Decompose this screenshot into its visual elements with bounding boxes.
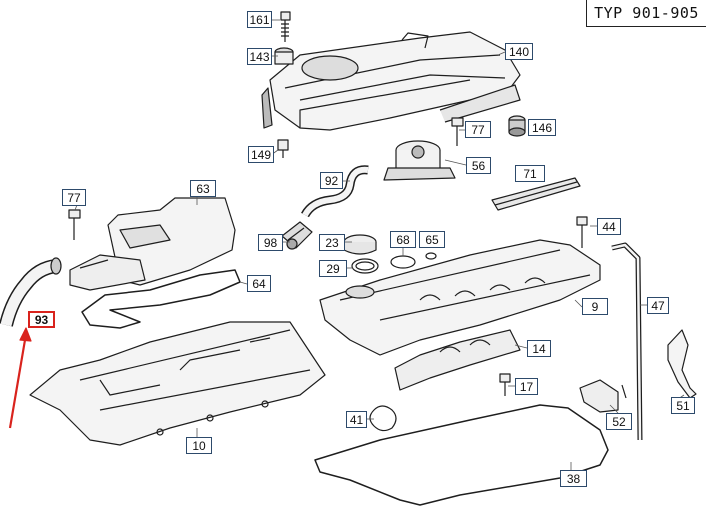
callout-146[interactable]: 146 [528, 119, 556, 136]
callout-56[interactable]: 56 [466, 157, 491, 174]
bolt-77-right [451, 117, 464, 146]
callout-14[interactable]: 14 [527, 340, 551, 357]
callout-77-top[interactable]: 77 [465, 121, 491, 138]
callout-38[interactable]: 38 [560, 470, 587, 487]
callout-143[interactable]: 143 [247, 48, 272, 65]
ring-29 [351, 258, 379, 274]
sensor-cover-63 [69, 197, 236, 291]
callout-9[interactable]: 9 [582, 298, 608, 315]
breather-hose-92 [301, 165, 369, 218]
oil-separator-56 [383, 140, 456, 181]
bracket-51 [667, 329, 697, 399]
bolt-149 [277, 139, 289, 158]
gasket-64 [81, 269, 241, 329]
gasket-38 [314, 404, 609, 506]
guide-71 [491, 177, 581, 211]
highlight-arrow [8, 327, 32, 429]
callout-140[interactable]: 140 [505, 43, 533, 60]
callout-65[interactable]: 65 [419, 231, 445, 248]
connector-98 [281, 221, 313, 250]
seal-41 [369, 405, 397, 432]
bolt-161 [280, 11, 291, 42]
bolt-44 [576, 216, 588, 248]
cylinder-head-cover-upper [261, 31, 521, 131]
callout-93[interactable]: 93 [28, 311, 55, 328]
bolt-17 [499, 373, 511, 396]
callout-44[interactable]: 44 [597, 218, 621, 235]
callout-23[interactable]: 23 [319, 234, 345, 251]
callout-77-left[interactable]: 77 [62, 189, 86, 206]
cylinder-head-cover-9 [319, 239, 601, 356]
callout-98[interactable]: 98 [258, 234, 283, 251]
callout-41[interactable]: 41 [346, 411, 367, 428]
callout-63[interactable]: 63 [190, 180, 216, 197]
lower-cover-10 [29, 321, 326, 446]
callout-52[interactable]: 52 [606, 413, 632, 430]
callout-10[interactable]: 10 [186, 437, 212, 454]
callout-92[interactable]: 92 [320, 172, 343, 189]
callout-161[interactable]: 161 [247, 11, 272, 28]
callout-68[interactable]: 68 [390, 231, 416, 248]
callout-51[interactable]: 51 [671, 397, 695, 414]
seal-68 [390, 255, 416, 269]
pipe-47 [611, 242, 643, 441]
grommet-146 [508, 115, 526, 137]
callout-149[interactable]: 149 [248, 146, 274, 163]
callout-47[interactable]: 47 [647, 297, 669, 314]
callout-17[interactable]: 17 [515, 378, 538, 395]
type-label: TYP 901-905 [586, 0, 706, 27]
hose-93 [0, 257, 62, 327]
camshaft-14 [394, 329, 521, 391]
callout-29[interactable]: 29 [319, 260, 347, 277]
bolt-77-left [68, 209, 81, 240]
clamp-52 [579, 379, 627, 413]
callout-64[interactable]: 64 [247, 275, 271, 292]
callout-71[interactable]: 71 [515, 165, 545, 182]
seal-143 [274, 47, 294, 65]
filler-cap-23 [343, 234, 377, 255]
